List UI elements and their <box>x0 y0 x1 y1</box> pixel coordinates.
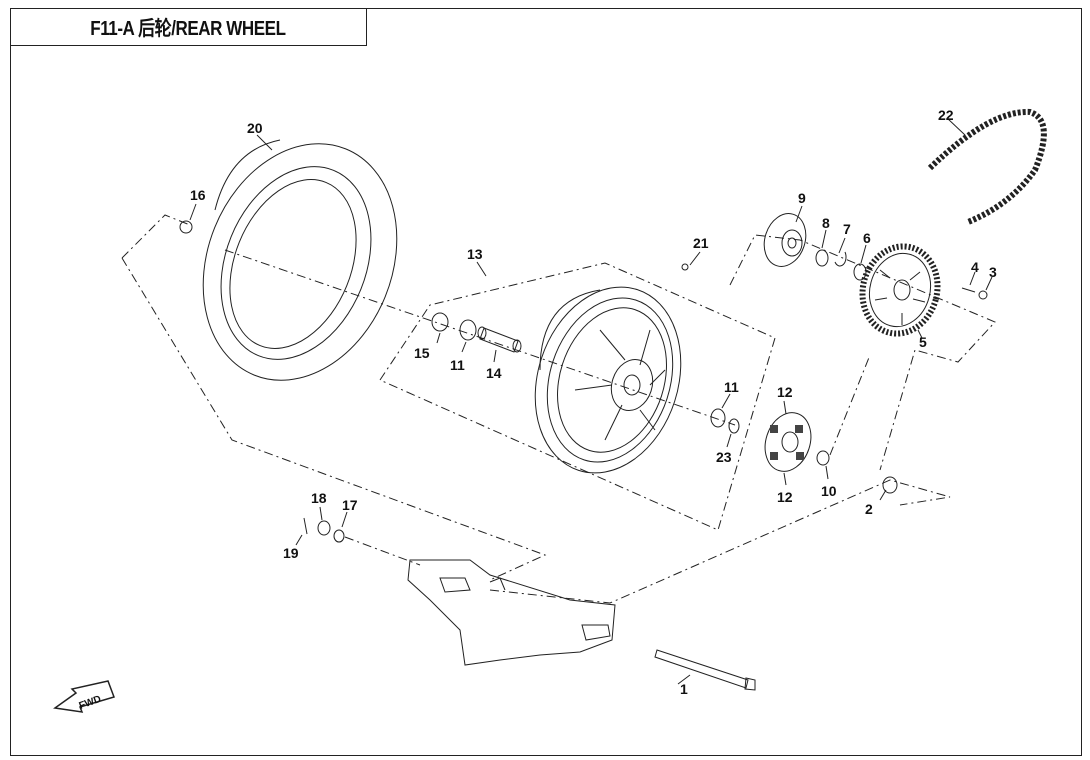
sprocket-hub-9 <box>763 213 807 267</box>
label-part-11-left: 11 <box>450 357 465 373</box>
label-part-7: 7 <box>843 221 851 237</box>
label-part-2: 2 <box>865 501 873 517</box>
label-part-18: 18 <box>311 490 327 506</box>
diagram-title: F11-A 后轮/REAR WHEEL <box>90 18 286 40</box>
bearing-10 <box>816 450 830 466</box>
label-part-9: 9 <box>798 190 806 206</box>
rim <box>534 286 682 474</box>
bolt-4 <box>961 287 976 293</box>
label-part-6: 6 <box>863 230 871 246</box>
assembly-outline-left <box>121 257 547 581</box>
label-part-16: 16 <box>190 187 206 203</box>
label-part-17: 17 <box>342 497 358 513</box>
forward-direction-arrow: FWD <box>53 680 115 713</box>
label-part-3: 3 <box>989 264 997 280</box>
bearing-8 <box>815 249 829 267</box>
o-ring-23 <box>728 418 740 434</box>
label-part-13: 13 <box>467 246 483 262</box>
label-part-19: 19 <box>283 545 299 561</box>
label-part-12-bottom: 12 <box>777 489 793 505</box>
leader-line-axle-fastener <box>344 536 421 566</box>
rear-axle-1 <box>654 649 756 691</box>
assembly-outline-sprocket <box>729 234 996 471</box>
label-part-5: 5 <box>919 334 927 350</box>
washer-17 <box>333 529 345 543</box>
rear-sprocket-5 <box>859 243 941 337</box>
leader-lines <box>189 117 993 685</box>
tire <box>202 139 398 381</box>
nut-3 <box>978 290 988 300</box>
label-part-4: 4 <box>971 259 979 275</box>
leader-line-dampers <box>829 354 871 456</box>
assembly-outline-axle <box>489 479 951 604</box>
bearing-11-left <box>459 319 477 341</box>
circlip-7 <box>834 251 847 267</box>
label-part-23: 23 <box>716 449 732 465</box>
spacer-washer-15 <box>431 312 449 332</box>
spacer-6 <box>853 263 867 281</box>
collar-2 <box>882 476 898 494</box>
part-labels: 1 2 3 4 5 6 7 8 9 10 11 11 12 12 13 14 1… <box>190 107 997 697</box>
title-box: F11-A 后轮/REAR WHEEL <box>10 8 367 46</box>
label-part-10: 10 <box>821 483 837 499</box>
bearing-11-right <box>710 408 726 428</box>
seal-16 <box>179 220 193 234</box>
label-part-1: 1 <box>680 681 688 697</box>
label-part-11-right: 11 <box>724 379 739 395</box>
diagram-frame <box>10 8 1082 756</box>
assembly-outline-hub <box>379 262 776 531</box>
wheel-axis-line <box>224 249 736 426</box>
label-part-15: 15 <box>414 345 430 361</box>
cush-drive-damper-12 <box>764 412 812 472</box>
swingarm <box>407 559 616 666</box>
label-part-22: 22 <box>938 107 954 123</box>
valve-21 <box>681 263 689 271</box>
drive-chain-22 <box>927 108 1047 225</box>
label-part-12-top: 12 <box>777 384 793 400</box>
cotter-pin-19 <box>303 517 308 535</box>
label-part-20: 20 <box>247 120 263 136</box>
assembly-outline-wheel <box>121 214 191 259</box>
label-part-8: 8 <box>822 215 830 231</box>
label-part-21: 21 <box>693 235 709 251</box>
label-part-14: 14 <box>486 365 502 381</box>
nut-18 <box>317 520 331 536</box>
axle-spacer-14 <box>477 326 522 353</box>
